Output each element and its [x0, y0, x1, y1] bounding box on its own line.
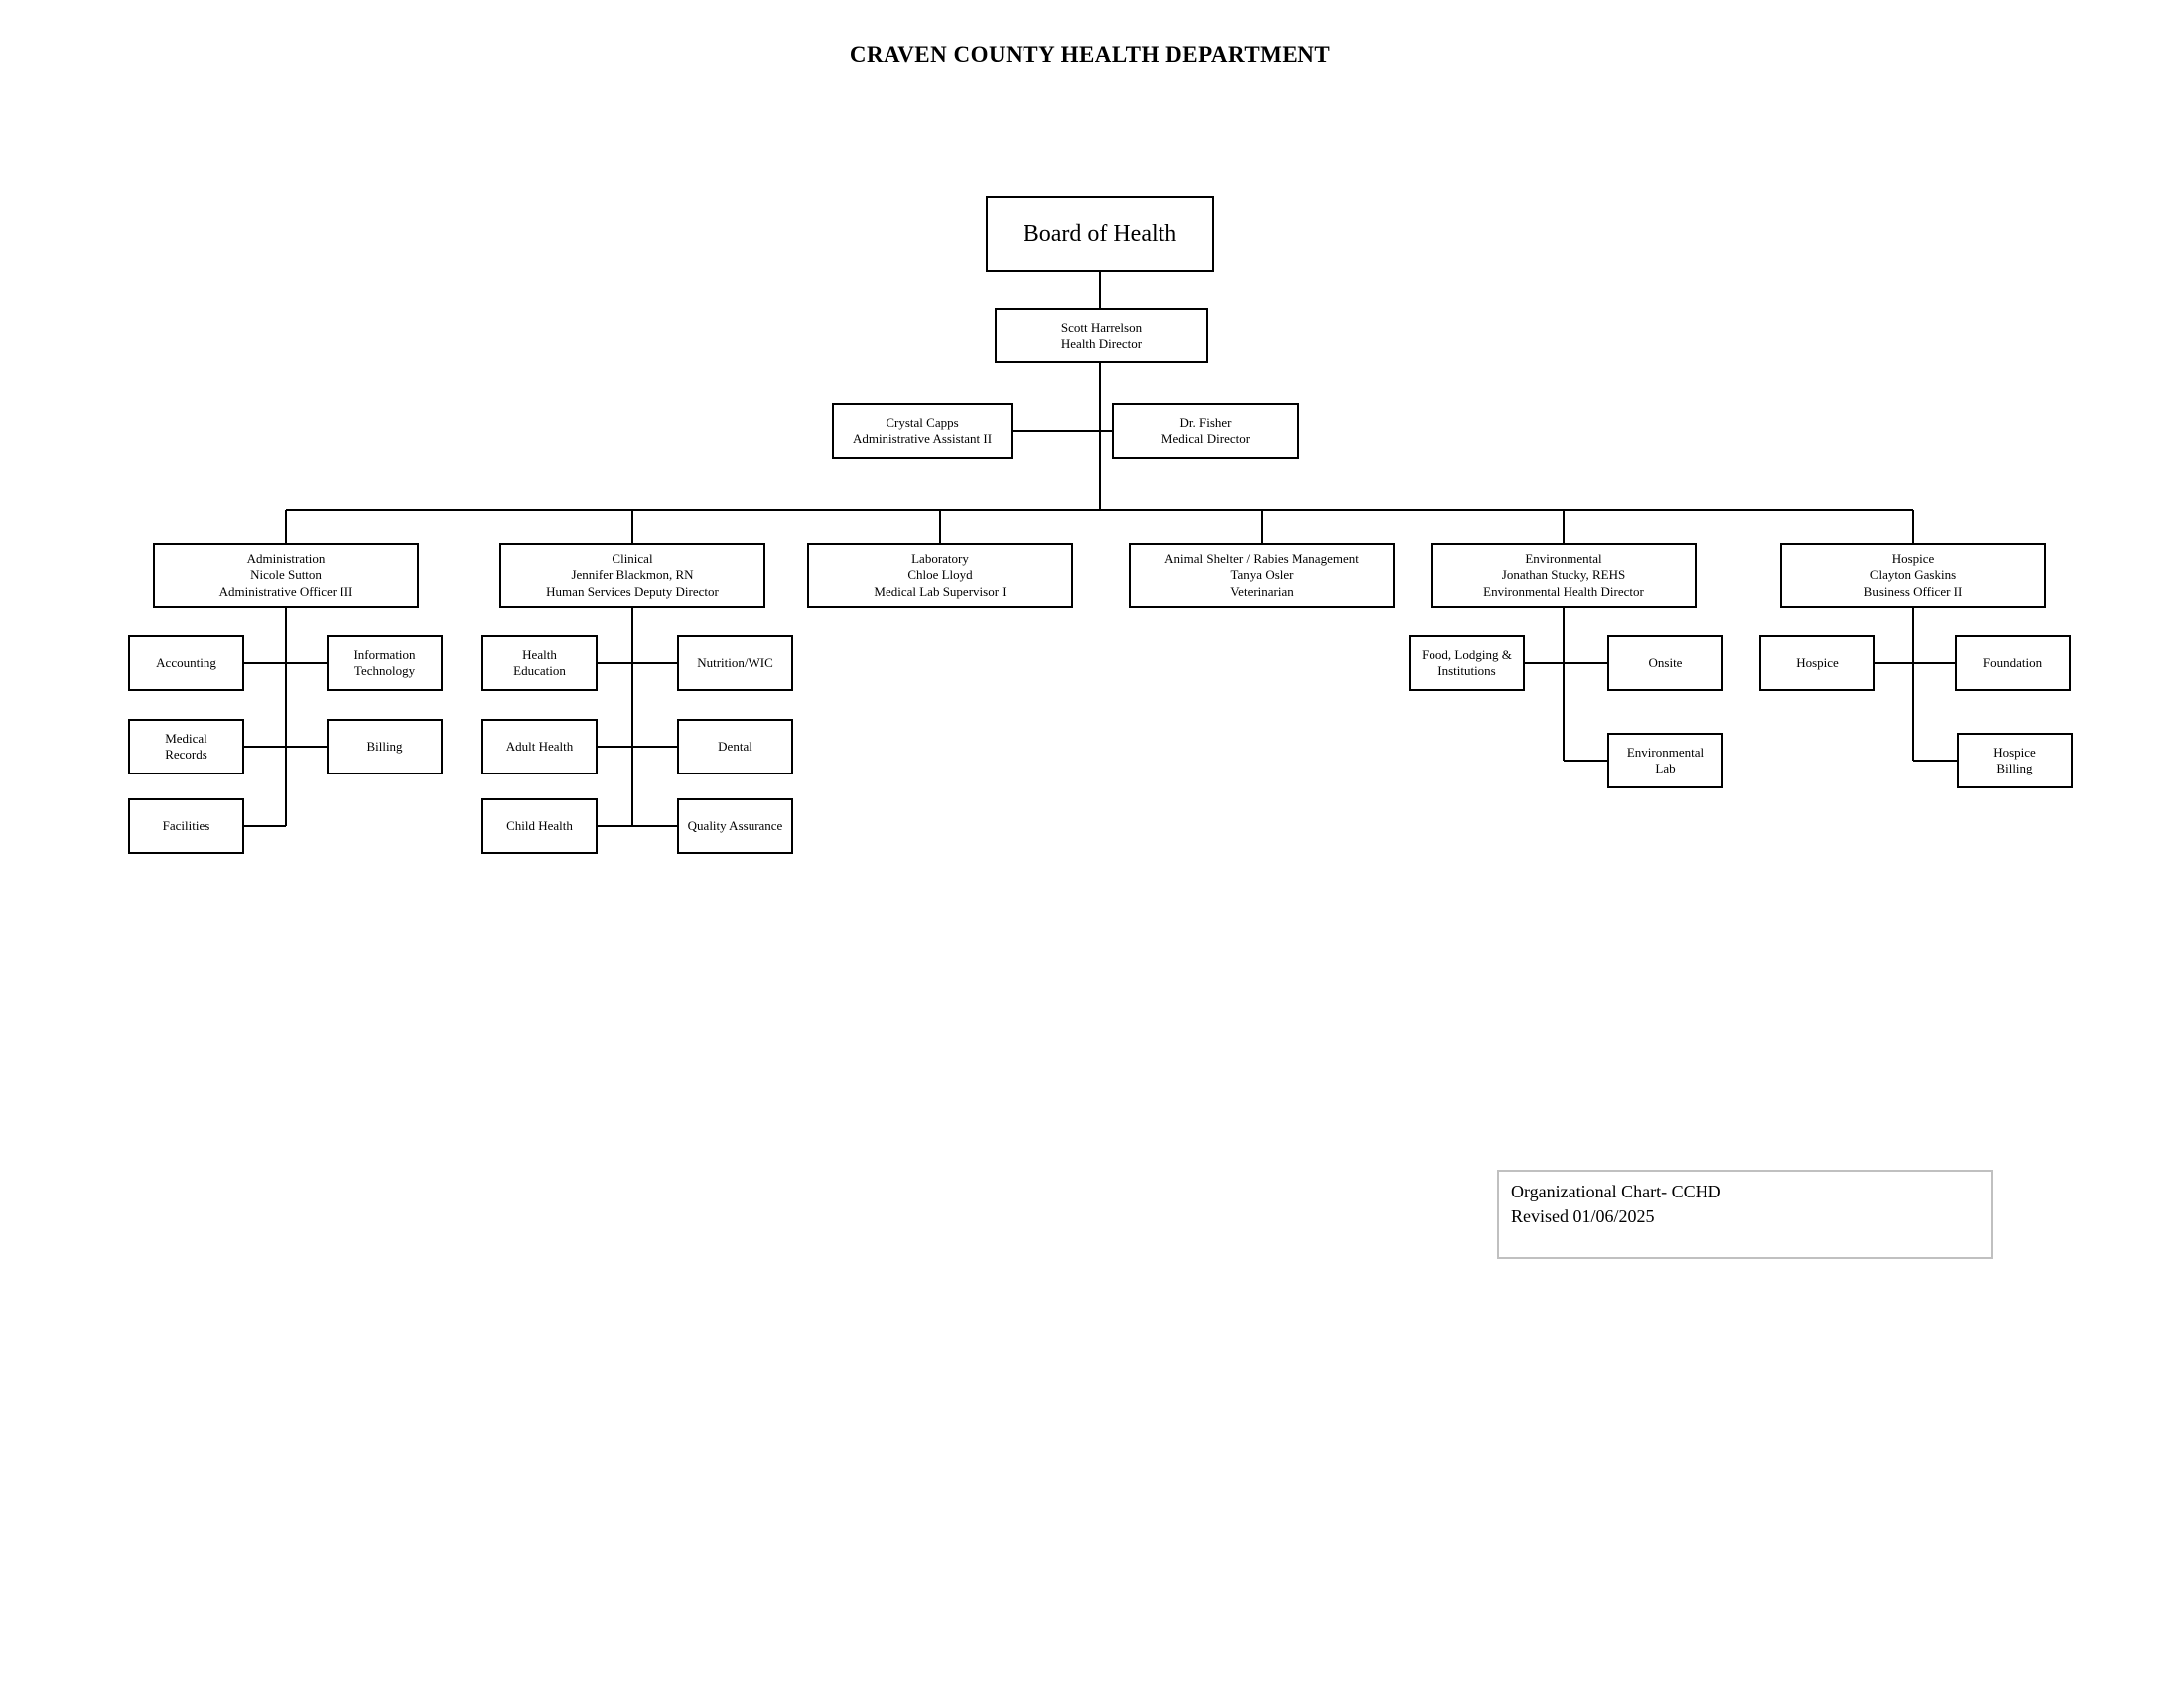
unit-information-technology-node: Information Technology — [327, 635, 443, 691]
dept-name: Environmental — [1525, 551, 1602, 567]
revision-note-box: Organizational Chart- CCHD Revised 01/06… — [1497, 1170, 1993, 1259]
board-of-health-node: Board of Health — [986, 196, 1214, 272]
unit-hospice-node: Hospice — [1759, 635, 1875, 691]
health-director-name: Scott Harrelson — [1060, 319, 1143, 335]
unit-hospice-billing-node: Hospice Billing — [1957, 733, 2073, 788]
unit-label: Information Technology — [353, 646, 416, 678]
unit-nutrition-wic-node: Nutrition/WIC — [677, 635, 793, 691]
unit-label: Foundation — [1982, 654, 2043, 670]
dept-person: Jonathan Stucky, REHS — [1501, 567, 1626, 583]
unit-label: Nutrition/WIC — [697, 654, 773, 670]
unit-environmental-lab-node: Environmental Lab — [1607, 733, 1723, 788]
dept-role: Human Services Deputy Director — [546, 583, 719, 599]
unit-label: Accounting — [156, 654, 216, 670]
unit-label: Hospice Billing — [1993, 744, 2036, 775]
dept-person: Chloe Lloyd — [907, 567, 973, 583]
dept-administration-node: Administration Nicole Sutton Administrat… — [153, 543, 419, 608]
unit-accounting-node: Accounting — [128, 635, 244, 691]
dept-person: Clayton Gaskins — [1869, 567, 1957, 583]
unit-label: Billing — [366, 738, 403, 754]
medical-director-role: Medical Director — [1160, 431, 1251, 446]
unit-quality-assurance-node: Quality Assurance — [677, 798, 793, 854]
dept-role: Administrative Officer III — [218, 583, 353, 599]
page-title: CRAVEN COUNTY HEALTH DEPARTMENT — [849, 42, 1331, 67]
unit-foundation-node: Foundation — [1955, 635, 2071, 691]
health-director-node: Scott Harrelson Health Director — [995, 308, 1208, 363]
dept-environmental-node: Environmental Jonathan Stucky, REHS Envi… — [1431, 543, 1697, 608]
unit-food-lodging-institutions-node: Food, Lodging & Institutions — [1409, 635, 1525, 691]
unit-label: Health Education — [513, 646, 566, 678]
admin-assistant-name: Crystal Capps — [886, 414, 959, 430]
unit-label: Food, Lodging & Institutions — [1422, 646, 1512, 678]
dept-hospice-node: Hospice Clayton Gaskins Business Officer… — [1780, 543, 2046, 608]
unit-facilities-node: Facilities — [128, 798, 244, 854]
admin-assistant-node: Crystal Capps Administrative Assistant I… — [832, 403, 1013, 459]
unit-label: Adult Health — [505, 738, 574, 754]
dept-role: Business Officer II — [1863, 583, 1963, 599]
dept-role: Veterinarian — [1230, 583, 1294, 599]
unit-label: Onsite — [1648, 654, 1683, 670]
dept-name: Animal Shelter / Rabies Management — [1164, 551, 1359, 567]
dept-person: Nicole Sutton — [250, 567, 322, 583]
unit-label: Quality Assurance — [687, 817, 783, 833]
dept-person: Tanya Osler — [1230, 567, 1294, 583]
unit-adult-health-node: Adult Health — [481, 719, 598, 774]
health-director-role: Health Director — [1060, 336, 1143, 351]
dept-person: Jennifer Blackmon, RN — [571, 567, 694, 583]
unit-label: Facilities — [162, 817, 210, 833]
dept-name: Clinical — [612, 551, 653, 567]
unit-health-education-node: Health Education — [481, 635, 598, 691]
medical-director-name: Dr. Fisher — [1179, 414, 1232, 430]
unit-label: Dental — [718, 738, 752, 754]
medical-director-node: Dr. Fisher Medical Director — [1112, 403, 1299, 459]
unit-label: Medical Records — [165, 730, 207, 762]
dept-name: Laboratory — [911, 551, 969, 567]
unit-medical-records-node: Medical Records — [128, 719, 244, 774]
board-of-health-label: Board of Health — [1023, 220, 1177, 247]
revision-note-title: Organizational Chart- CCHD — [1511, 1182, 1721, 1201]
unit-onsite-node: Onsite — [1607, 635, 1723, 691]
dept-role: Environmental Health Director — [1483, 583, 1644, 599]
unit-billing-node: Billing — [327, 719, 443, 774]
unit-child-health-node: Child Health — [481, 798, 598, 854]
dept-role: Medical Lab Supervisor I — [874, 583, 1007, 599]
unit-label: Hospice — [1796, 654, 1839, 670]
admin-assistant-role: Administrative Assistant II — [852, 431, 993, 446]
dept-laboratory-node: Laboratory Chloe Lloyd Medical Lab Super… — [807, 543, 1073, 608]
unit-label: Environmental Lab — [1626, 744, 1705, 775]
dept-name: Hospice — [1891, 551, 1935, 567]
dept-name: Administration — [246, 551, 326, 567]
dept-animal-shelter-node: Animal Shelter / Rabies Management Tanya… — [1129, 543, 1395, 608]
dept-clinical-node: Clinical Jennifer Blackmon, RN Human Ser… — [499, 543, 765, 608]
unit-dental-node: Dental — [677, 719, 793, 774]
unit-label: Child Health — [506, 817, 573, 833]
revision-note-date: Revised 01/06/2025 — [1511, 1206, 1655, 1227]
